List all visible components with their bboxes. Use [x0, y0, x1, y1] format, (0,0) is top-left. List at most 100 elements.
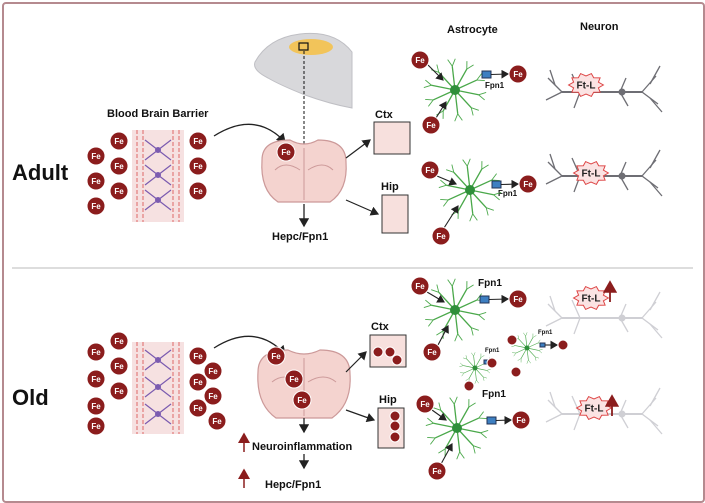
- fe-label: Fe: [289, 375, 299, 384]
- fe-particle: [431, 226, 451, 246]
- fe-particle: [86, 171, 106, 191]
- fe-label: Fe: [91, 402, 101, 411]
- bbb-label: Blood Brain Barrier: [107, 108, 209, 120]
- fe-particle: [510, 366, 522, 378]
- arrow-to-hip-old: [345, 409, 376, 423]
- neuron-cell: [545, 291, 663, 339]
- ctx-label-old: Ctx: [371, 321, 390, 333]
- fe-label: Fe: [114, 187, 124, 196]
- astrocyte-cell: [425, 396, 489, 460]
- hip-label-adult: Hip: [381, 181, 399, 193]
- fpn1-transporter: [479, 295, 490, 304]
- fpn1-label-2: Fpn1: [498, 189, 518, 198]
- astrocyte-cell: [459, 352, 491, 384]
- fe-label: Fe: [114, 337, 124, 346]
- ferritin-badge: [572, 160, 610, 186]
- fe-label: Fe: [271, 352, 281, 361]
- fe-particle: [389, 431, 401, 443]
- fe-label: Fe: [420, 400, 430, 409]
- fe-label: Fe: [297, 396, 307, 405]
- fe-label: Fe: [415, 56, 425, 65]
- arrow-to-ctx-old: [345, 351, 367, 373]
- fe-particle: [109, 381, 129, 401]
- fe-label: Fe: [193, 162, 203, 171]
- iron-particle-group: FeFeFeFeFeFeFeFeFeFeFeFeFeFeFeFeFeFeFeFe…: [86, 50, 569, 481]
- fe-particle: [518, 174, 538, 194]
- fpn1-label-4: Fpn1: [485, 348, 500, 354]
- brain-section-adult: [261, 139, 347, 203]
- fe-particle: [511, 410, 531, 430]
- fpn1-label-1: Fpn1: [485, 81, 505, 90]
- fe-label: Fe: [91, 375, 101, 384]
- fe-label: Fe: [193, 404, 203, 413]
- fe-particle: [506, 334, 518, 346]
- fe-label: Fe: [513, 295, 523, 304]
- fpn-transporter-group: [426, 64, 559, 465]
- astrocyte-cell: [423, 278, 487, 342]
- fe-uptake-arrow: [440, 443, 453, 465]
- fe-particle: [427, 461, 447, 481]
- astrocyte-cell: [438, 158, 502, 222]
- fe-particle: [188, 131, 208, 151]
- hepc-fpn1-old-label: Hepc/Fpn1: [265, 479, 321, 491]
- fpn1-transporter: [486, 416, 497, 425]
- fe-label: Fe: [281, 148, 291, 157]
- ferritin-label: Ft-L: [585, 404, 604, 415]
- fe-particle: [188, 398, 208, 418]
- fe-particle: [203, 386, 223, 406]
- fe-label: Fe: [425, 166, 435, 175]
- arrow-to-ctx-adult: [345, 139, 371, 159]
- hip-label-old: Hip: [379, 394, 397, 406]
- fe-particle: [391, 354, 403, 366]
- fe-particle: [410, 50, 430, 70]
- bbb-old-illustration: [132, 342, 184, 434]
- adult-label: Adult: [12, 160, 69, 185]
- fe-particle: [372, 346, 384, 358]
- neuroinflammation-label: Neuroinflammation: [252, 441, 353, 453]
- ferritin-badge: [567, 72, 605, 98]
- fe-label: Fe: [212, 417, 222, 426]
- fe-particle: [203, 361, 223, 381]
- fe-particle: [207, 411, 227, 431]
- fe-uptake-arrow: [431, 409, 447, 421]
- fe-particle: [486, 357, 498, 369]
- fe-label: Fe: [523, 180, 533, 189]
- fpn1-transporter: [481, 70, 492, 79]
- fe-particle: [188, 156, 208, 176]
- arrow-bbb-to-brain-adult: [213, 123, 286, 143]
- fe-particle: [422, 342, 442, 362]
- fe-particle: [266, 346, 286, 366]
- fe-label: Fe: [432, 467, 442, 476]
- fe-label: Fe: [436, 232, 446, 241]
- astrocyte-group: [423, 58, 543, 460]
- fe-label: Fe: [513, 70, 523, 79]
- ferritin-badge: [572, 285, 610, 311]
- ferritin-label: Ft-L: [582, 294, 601, 305]
- fe-uptake-arrow: [435, 101, 447, 119]
- neuron-group: [545, 65, 663, 435]
- ferritin-label: Ft-L: [577, 81, 596, 92]
- fe-uptake-arrow: [426, 291, 445, 303]
- fpn1-label-5: Fpn1: [538, 330, 553, 336]
- fe-label: Fe: [415, 282, 425, 291]
- fe-label: Fe: [427, 348, 437, 357]
- fe-label: Fe: [114, 137, 124, 146]
- fe-particle: [420, 160, 440, 180]
- fe-label: Fe: [114, 362, 124, 371]
- fe-uptake-arrow: [436, 175, 458, 186]
- fe-label: Fe: [91, 422, 101, 431]
- fe-label: Fe: [208, 367, 218, 376]
- fe-label: Fe: [208, 392, 218, 401]
- fe-particle: [188, 181, 208, 201]
- fe-particle: [86, 146, 106, 166]
- mouse-head-illustration: [254, 32, 353, 109]
- fe-particle: [421, 115, 441, 135]
- ferritin-label: Ft-L: [582, 169, 601, 180]
- fe-label: Fe: [91, 152, 101, 161]
- fe-label: Fe: [516, 416, 526, 425]
- hip-box-adult: [381, 194, 409, 234]
- fe-label: Fe: [193, 137, 203, 146]
- fe-uptake-arrow: [443, 205, 459, 229]
- fe-particle: [109, 156, 129, 176]
- arrow-to-hip-adult: [345, 199, 380, 216]
